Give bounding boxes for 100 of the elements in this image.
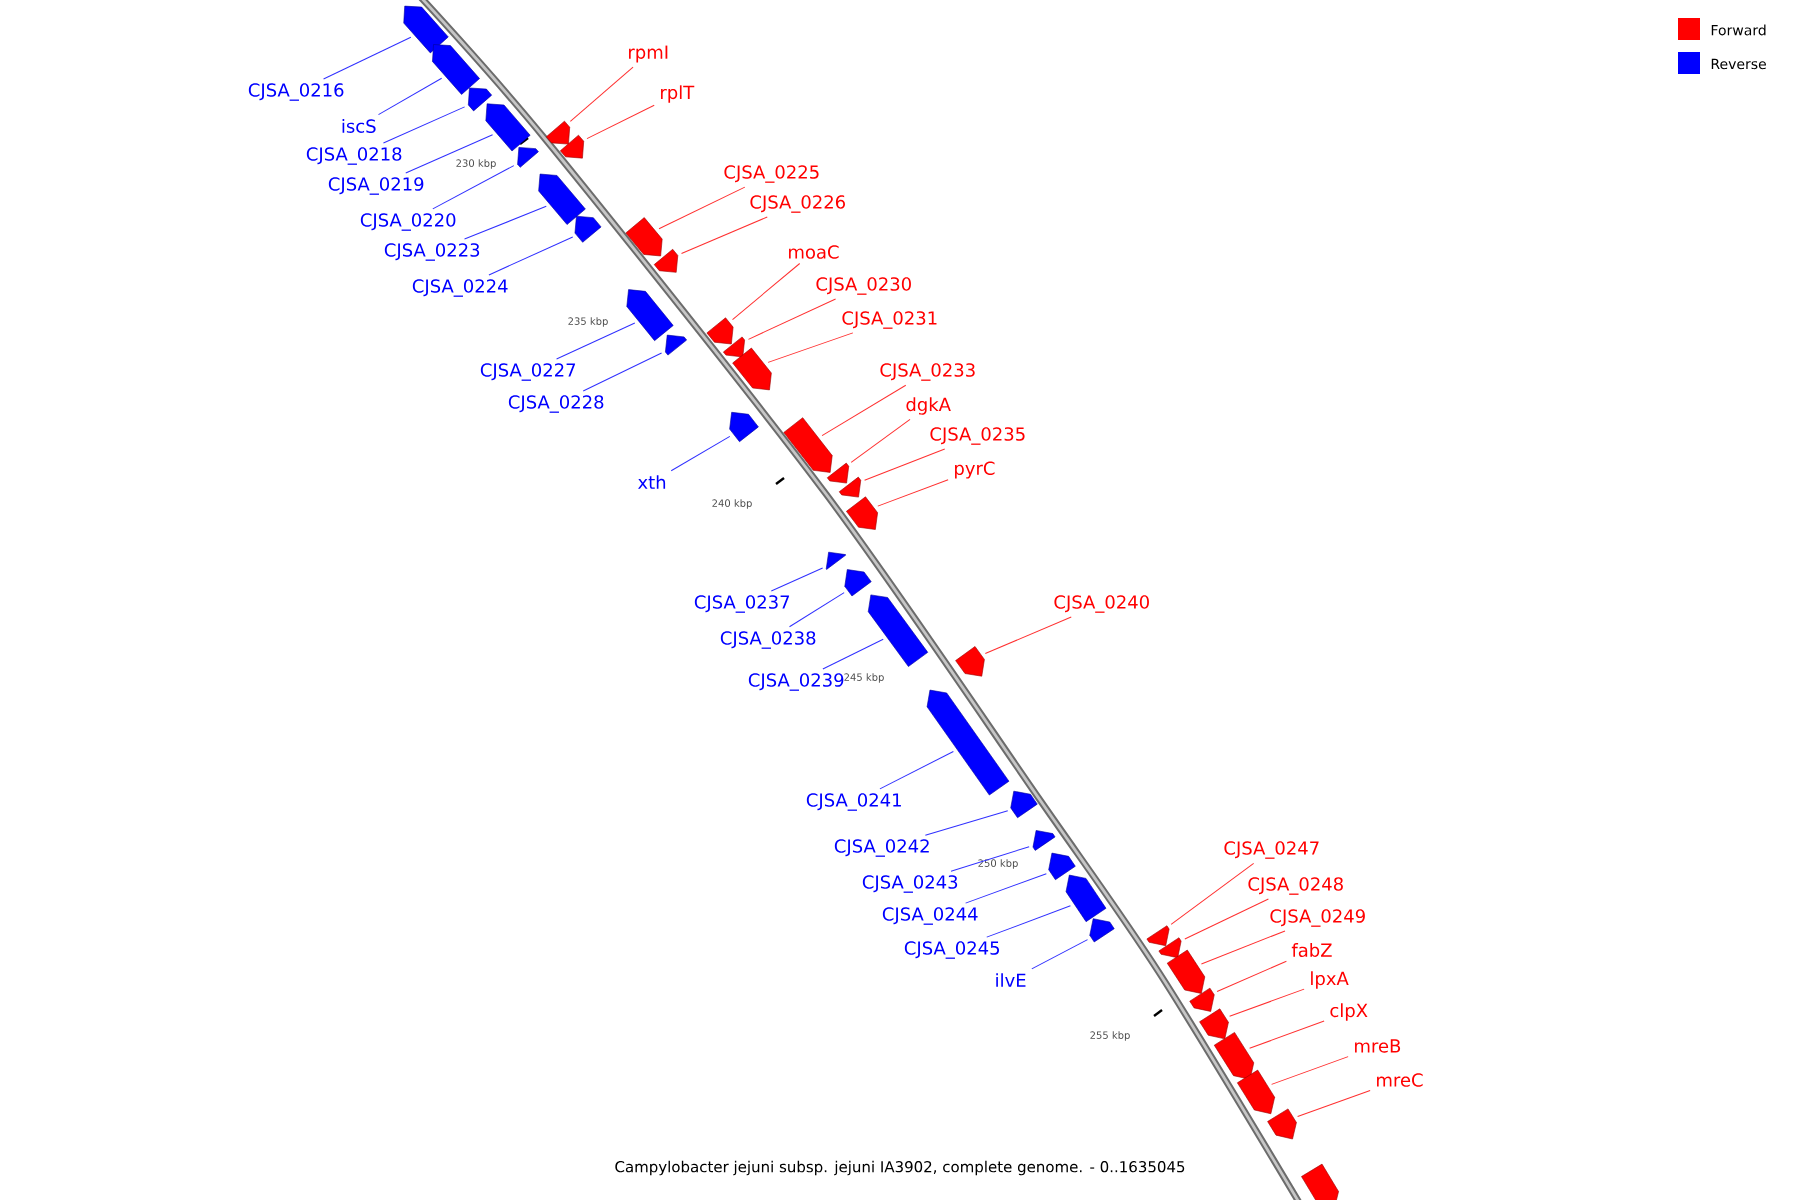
gene-block bbox=[1032, 830, 1056, 851]
gene-label: CJSA_0216 bbox=[248, 83, 344, 101]
leader-line bbox=[732, 263, 801, 321]
gene-block bbox=[1146, 925, 1170, 946]
gene-label: lpxA bbox=[1311, 971, 1349, 989]
gene-label: CJSA_0239 bbox=[748, 673, 844, 691]
leader-line bbox=[432, 165, 515, 210]
gene-block bbox=[955, 646, 985, 677]
leader-line bbox=[767, 332, 854, 363]
leader-line bbox=[965, 873, 1047, 904]
leader-line bbox=[1184, 898, 1269, 940]
leader-line bbox=[378, 77, 443, 116]
gene-label: iscS bbox=[342, 119, 376, 133]
leader-line bbox=[569, 66, 634, 122]
leader-line bbox=[323, 36, 412, 80]
gene-label: CJSA_0228 bbox=[508, 395, 604, 413]
leader-line bbox=[586, 104, 655, 140]
gene-label: fabZ bbox=[1291, 943, 1332, 957]
gene-block bbox=[783, 417, 833, 473]
leader-line bbox=[658, 186, 746, 230]
gene-label: rpmI bbox=[629, 45, 668, 63]
gene-label: mreC bbox=[1377, 1073, 1423, 1087]
gene-label: clpX bbox=[1330, 1003, 1368, 1021]
gene-block bbox=[1166, 949, 1206, 994]
gene-label: CJSA_0248 bbox=[1248, 877, 1343, 895]
leader-line bbox=[670, 435, 731, 472]
gene-label: pyrC bbox=[955, 461, 995, 479]
gene-label: dgkA bbox=[906, 397, 951, 415]
gene-block bbox=[560, 134, 584, 159]
gene-label: CJSA_0224 bbox=[412, 279, 508, 297]
leader-line bbox=[984, 616, 1072, 654]
leader-line bbox=[1031, 939, 1089, 970]
gene-block bbox=[1237, 1069, 1275, 1115]
leader-line bbox=[821, 384, 907, 437]
leader-line bbox=[681, 216, 768, 254]
gene-block bbox=[625, 217, 663, 257]
gene-label: CJSA_0235 bbox=[930, 427, 1025, 445]
leader-line bbox=[1249, 1020, 1325, 1049]
leader-line bbox=[770, 567, 824, 592]
gene-label: CJSA_0249 bbox=[1270, 909, 1365, 927]
leader-line bbox=[1216, 960, 1287, 992]
gene-block bbox=[653, 248, 679, 273]
gene-block bbox=[546, 120, 570, 145]
leader-line bbox=[850, 418, 911, 463]
gene-block bbox=[1048, 852, 1076, 880]
gene-block bbox=[1189, 987, 1215, 1012]
gene-block bbox=[1213, 1032, 1255, 1080]
leader-line bbox=[1271, 1056, 1349, 1085]
gene-block bbox=[706, 317, 734, 345]
leader-line bbox=[488, 236, 574, 276]
gene-block bbox=[485, 103, 531, 152]
leader-line bbox=[464, 205, 547, 240]
gene-label: CJSA_0242 bbox=[834, 839, 929, 857]
gene-block bbox=[723, 336, 745, 358]
gene-label: CJSA_0230 bbox=[816, 277, 911, 295]
gene-label: CJSA_0247 bbox=[1224, 841, 1319, 859]
gene-block bbox=[1010, 790, 1038, 819]
leader-line bbox=[986, 905, 1071, 938]
gene-block bbox=[844, 569, 872, 597]
leader-line bbox=[789, 592, 845, 628]
gene-block bbox=[1089, 918, 1115, 943]
gene-block bbox=[926, 689, 1010, 796]
gene-block bbox=[403, 5, 449, 54]
leader-line bbox=[405, 134, 494, 174]
gene-block bbox=[1065, 874, 1107, 922]
leader-line bbox=[1170, 862, 1255, 925]
leader-line bbox=[582, 352, 663, 392]
leader-line bbox=[950, 846, 1030, 872]
gene-label: CJSA_0218 bbox=[306, 147, 402, 165]
gene-block bbox=[665, 334, 687, 356]
gene-label: CJSA_0223 bbox=[384, 243, 480, 261]
leader-line bbox=[556, 322, 636, 360]
gene-block bbox=[1199, 1008, 1229, 1040]
gene-block bbox=[517, 147, 539, 168]
gene-label: CJSA_0220 bbox=[360, 213, 456, 231]
gene-label: xth bbox=[638, 475, 666, 489]
leader-line bbox=[747, 298, 837, 340]
gene-label: CJSA_0245 bbox=[904, 941, 999, 959]
gene-label: CJSA_0241 bbox=[806, 793, 901, 811]
gene-block bbox=[432, 44, 480, 95]
gene-block bbox=[1267, 1108, 1297, 1140]
gene-label: CJSA_0231 bbox=[842, 311, 937, 329]
leader-line bbox=[1229, 988, 1305, 1017]
leader-line bbox=[879, 750, 954, 790]
gene-block bbox=[574, 215, 602, 243]
leader-line bbox=[382, 106, 466, 144]
gene-block bbox=[838, 476, 862, 498]
leader-line bbox=[1297, 1090, 1371, 1117]
gene-label: CJSA_0225 bbox=[724, 165, 819, 183]
gene-label: CJSA_0226 bbox=[750, 195, 845, 213]
gene-label: CJSA_0233 bbox=[880, 363, 975, 381]
gene-block bbox=[867, 594, 929, 667]
gene-label: ilvE bbox=[996, 973, 1026, 987]
gene-label: CJSA_0240 bbox=[1054, 595, 1149, 613]
gene-label: mreB bbox=[1355, 1039, 1401, 1053]
gene-label: CJSA_0219 bbox=[328, 177, 424, 195]
gene-block bbox=[468, 87, 492, 112]
gene-block bbox=[1158, 937, 1182, 958]
gene-label: CJSA_0227 bbox=[480, 363, 576, 381]
gene-label: CJSA_0237 bbox=[694, 595, 790, 613]
